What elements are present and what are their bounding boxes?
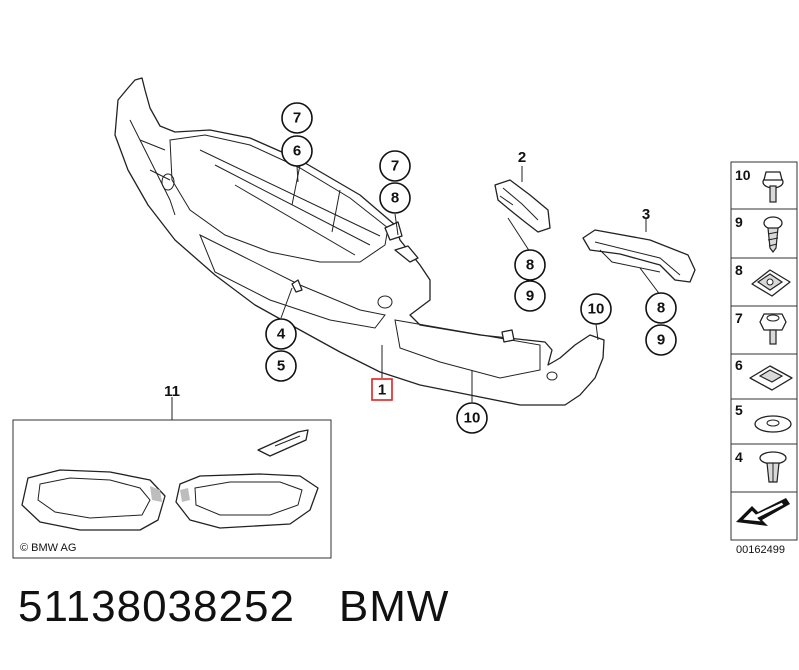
bracket-left — [494, 179, 551, 233]
arrow-icon — [736, 498, 790, 526]
svg-text:8: 8 — [391, 190, 399, 207]
callout-10b: 10 — [456, 402, 488, 434]
drawing-id: 00162499 — [736, 544, 785, 556]
washer-icon — [754, 415, 792, 433]
svg-text:4: 4 — [277, 326, 286, 343]
part-number: 51138038252 — [18, 582, 295, 631]
callout-9b: 9 — [645, 324, 677, 356]
svg-text:9: 9 — [657, 332, 665, 349]
leader-lines — [171, 165, 662, 420]
svg-text:4: 4 — [735, 449, 743, 465]
bolt-with-washer-icon — [762, 171, 784, 203]
svg-text:8: 8 — [526, 257, 534, 274]
copyright-text: © BMW AG — [20, 542, 76, 554]
expanding-rivet-icon — [759, 451, 787, 483]
callout-4: 4 — [265, 318, 297, 350]
callout-9a: 9 — [514, 280, 546, 312]
svg-text:5: 5 — [277, 358, 285, 375]
svg-text:9: 9 — [735, 214, 743, 230]
clip-nut-icon — [751, 269, 791, 297]
part-caption: 51138038252 BMW — [18, 582, 449, 632]
svg-text:7: 7 — [293, 110, 301, 127]
label-11: 11 — [164, 383, 180, 400]
bracket-right — [582, 229, 696, 283]
brand-name: BMW — [338, 582, 450, 631]
main-part-label: 1 — [371, 378, 393, 401]
svg-text:7: 7 — [391, 158, 399, 175]
inset-grille-frames — [12, 419, 332, 559]
svg-text:6: 6 — [735, 357, 743, 373]
svg-text:8: 8 — [735, 262, 743, 278]
svg-text:10: 10 — [735, 167, 751, 183]
callout-8c: 8 — [645, 292, 677, 324]
svg-text:10: 10 — [588, 301, 605, 318]
svg-text:6: 6 — [293, 143, 301, 160]
callout-10a: 10 — [580, 293, 612, 325]
label-2: 2 — [518, 149, 526, 166]
screw-icon — [763, 216, 783, 253]
label-3: 3 — [642, 206, 650, 223]
callout-7a: 7 — [281, 102, 313, 134]
callout-8b: 8 — [514, 249, 546, 281]
bumper-cover — [114, 77, 605, 406]
callout-6: 6 — [281, 135, 313, 167]
hex-bolt-icon — [759, 313, 787, 345]
fastener-legend: 10 9 8 7 6 5 4 — [730, 161, 798, 541]
svg-text:10: 10 — [464, 410, 481, 427]
callout-7b: 7 — [379, 150, 411, 182]
svg-text:7: 7 — [735, 310, 743, 326]
svg-text:9: 9 — [526, 288, 534, 305]
square-nut-icon — [749, 365, 793, 391]
callout-5: 5 — [265, 350, 297, 382]
svg-text:1: 1 — [378, 382, 386, 399]
callout-8a: 8 — [379, 182, 411, 214]
svg-text:5: 5 — [735, 402, 743, 418]
svg-text:8: 8 — [657, 300, 665, 317]
